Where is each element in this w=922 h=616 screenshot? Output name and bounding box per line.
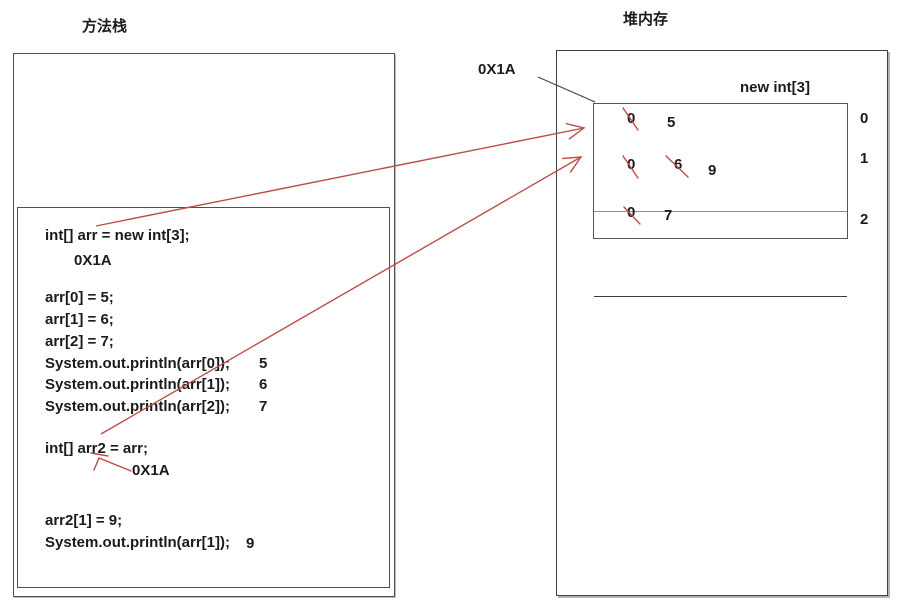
code-line-assign-arr2: arr[2] = 7; xyxy=(45,333,114,350)
heap-array-table xyxy=(593,103,848,297)
code-line-print-after: System.out.println(arr[1]); xyxy=(45,534,231,551)
array-cell-initial-0: 0 xyxy=(627,110,636,127)
print-output-arr2: 7 xyxy=(259,398,268,415)
array-cell-initial-1: 0 xyxy=(627,156,636,173)
code-line-arr2-decl: int[] arr2 = arr; xyxy=(45,440,148,457)
code-line-arr-address: 0X1A xyxy=(74,252,112,269)
print-output-arr0: 5 xyxy=(259,355,268,372)
array-cell-updated-1: 9 xyxy=(708,162,717,179)
array-cell-value-2: 7 xyxy=(664,207,673,224)
code-line-assign-arr0: arr[0] = 5; xyxy=(45,289,114,306)
code-line-print-arr2: System.out.println(arr[2]); xyxy=(45,398,231,415)
code-line-arr2-address: 0X1A xyxy=(132,462,170,479)
heap-address-label: 0X1A xyxy=(478,61,516,78)
code-line-assign-arr1: arr[1] = 6; xyxy=(45,311,114,328)
array-cell-value-0: 5 xyxy=(667,114,676,131)
array-index-label-0: 0 xyxy=(860,110,869,127)
array-type-label: new int[3] xyxy=(740,79,810,96)
array-index-label-2: 2 xyxy=(860,211,869,228)
array-cell-initial-2: 0 xyxy=(627,204,636,221)
array-index-label-1: 1 xyxy=(860,150,869,167)
array-cell-value-1: 6 xyxy=(674,156,683,173)
code-line-print-arr1: System.out.println(arr[1]); xyxy=(45,376,231,393)
print-output-after: 9 xyxy=(246,535,255,552)
code-line-array-decl: int[] arr = new int[3]; xyxy=(45,227,190,244)
array-row-1 xyxy=(594,211,847,262)
array-row-2 xyxy=(594,296,847,340)
code-line-assign-arr2-1: arr2[1] = 9; xyxy=(45,512,123,529)
heap-title: 堆内存 xyxy=(623,11,669,28)
stack-title: 方法栈 xyxy=(82,18,128,35)
code-line-print-arr0: System.out.println(arr[0]); xyxy=(45,355,231,372)
print-output-arr1: 6 xyxy=(259,376,268,393)
